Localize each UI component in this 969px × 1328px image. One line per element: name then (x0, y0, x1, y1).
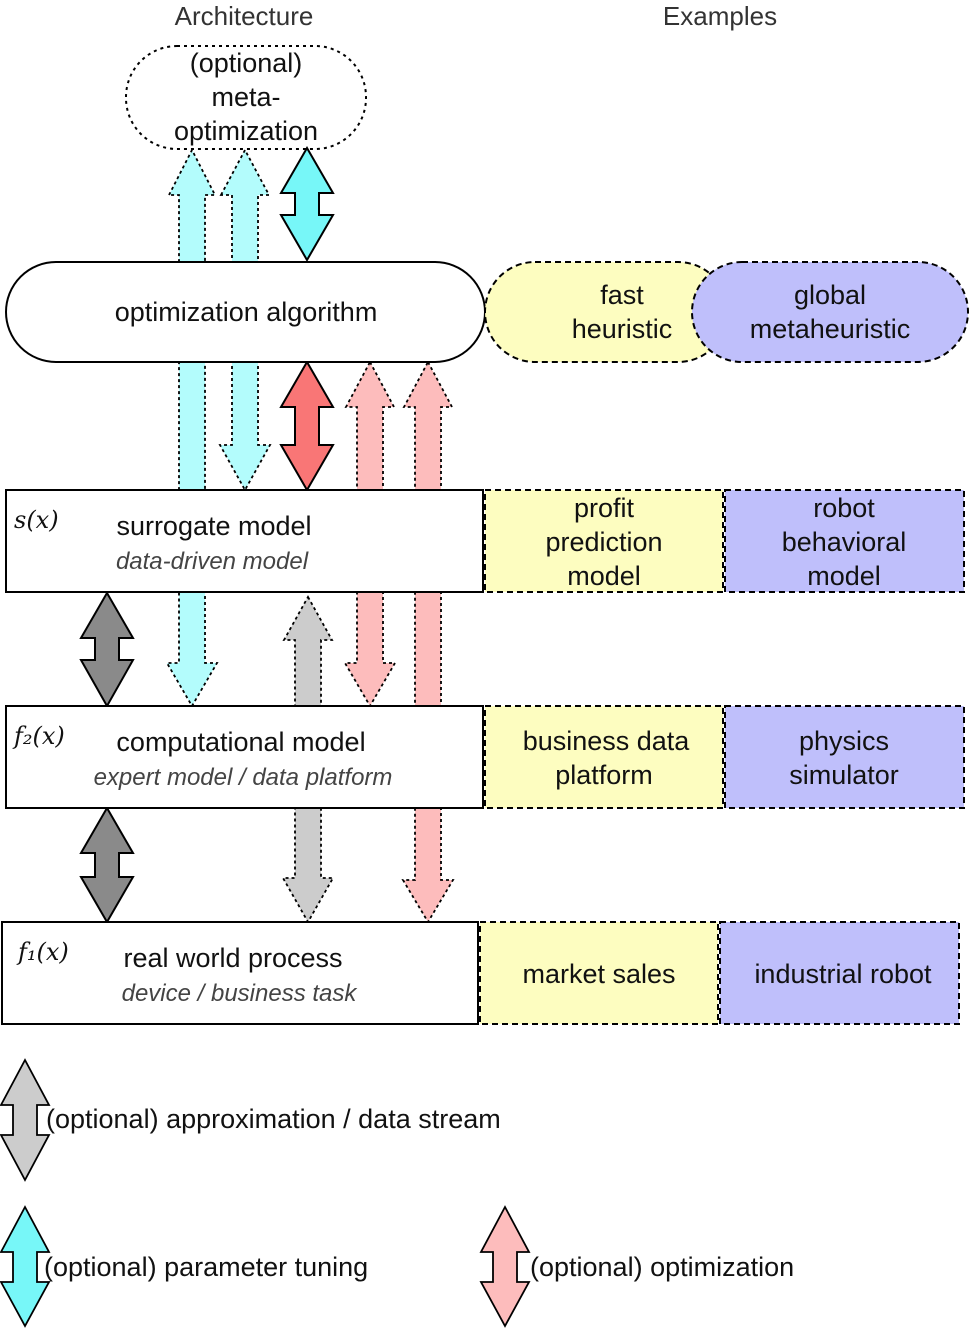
fast-heuristic-line1: fast (600, 280, 644, 310)
arrows-layer (79, 146, 455, 924)
surrogate-model-title: surrogate model (116, 511, 311, 541)
fast-heuristic-example (484, 261, 729, 363)
examples-header: Examples (663, 1, 777, 31)
parameter-tuning-arrow-down-1 (218, 361, 272, 492)
physics-simulator-example (724, 705, 965, 809)
business-data-platform-example (484, 705, 724, 809)
real-world-process-title: real world process (123, 943, 342, 973)
business-data-platform-line1: business data (523, 726, 691, 756)
computational-model-box (5, 705, 484, 809)
legend-parameter-tuning-label: (optional) parameter tuning (44, 1252, 368, 1282)
real-world-process-box (1, 921, 479, 1025)
legend-optimization-arrow-icon (479, 1205, 531, 1328)
profit-prediction-line1: profit (574, 493, 635, 523)
real-world-process-symbol: f₁(x) (16, 938, 69, 966)
physics-simulator-line1: physics (799, 726, 889, 756)
real-world-process-subtitle: device / business task (122, 980, 359, 1007)
optimization-arrow-real-world (401, 360, 455, 924)
profit-prediction-line2: prediction (545, 527, 662, 557)
legend-approximation-arrow-icon (0, 1058, 51, 1182)
computational-model-title: computational model (116, 727, 365, 757)
surrogate-model-row: s(x) surrogate model data-driven model p… (5, 489, 965, 593)
surrogate-model-box (5, 489, 484, 593)
fast-heuristic-line2: heuristic (572, 314, 673, 344)
parameter-tuning-arrow-up-2 (219, 148, 271, 263)
robot-behavioral-line1: robot (813, 493, 875, 523)
business-data-platform-line2: platform (555, 760, 653, 790)
robot-behavioral-line3: model (807, 561, 881, 591)
optimization-algorithm-row: optimization algorithm fast heuristic gl… (5, 261, 969, 363)
market-sales-label: market sales (522, 959, 675, 989)
architecture-header: Architecture (175, 1, 314, 31)
computational-model-subtitle: expert model / data platform (94, 764, 393, 791)
approximation-arrow-surrogate-computational (79, 591, 135, 709)
computational-model-symbol: f₂(x) (12, 722, 65, 750)
market-sales-example (479, 921, 719, 1025)
industrial-robot-example (719, 921, 960, 1025)
optimization-algorithm-label: optimization algorithm (115, 297, 378, 327)
surrogate-model-symbol: s(x) (14, 506, 59, 534)
global-metaheuristic-line2: metaheuristic (750, 314, 911, 344)
robot-behavioral-line2: behavioral (782, 527, 907, 557)
industrial-robot-label: industrial robot (754, 959, 932, 989)
physics-simulator-line2: simulator (789, 760, 899, 790)
profit-prediction-example (484, 489, 724, 593)
meta-optimization-line3: optimization (174, 116, 318, 146)
meta-optimization-node: (optional) meta- optimization (125, 45, 367, 150)
approximation-arrow-computational-real-world (79, 806, 135, 924)
legend-parameter-tuning-arrow-icon (0, 1205, 51, 1328)
robot-behavioral-example (724, 489, 965, 593)
global-metaheuristic-example (691, 261, 969, 363)
computational-model-row: f₂(x) computational model expert model /… (5, 705, 965, 809)
profit-prediction-line3: model (567, 561, 641, 591)
meta-optimization-box (125, 45, 367, 150)
surrogate-model-subtitle: data-driven model (116, 548, 309, 575)
meta-optimization-line2: meta- (211, 82, 280, 112)
optimization-arrow-main (279, 360, 335, 492)
real-world-process-row: f₁(x) real world process device / busine… (1, 921, 960, 1025)
meta-optimization-tuning-arrow (279, 146, 335, 262)
global-metaheuristic-line1: global (794, 280, 866, 310)
legend-optimization-label: (optional) optimization (530, 1252, 794, 1282)
legend-approximation-label: (optional) approximation / data stream (46, 1104, 501, 1134)
meta-optimization-line1: (optional) (190, 48, 303, 78)
legend: (optional) approximation / data stream (… (0, 1058, 794, 1328)
